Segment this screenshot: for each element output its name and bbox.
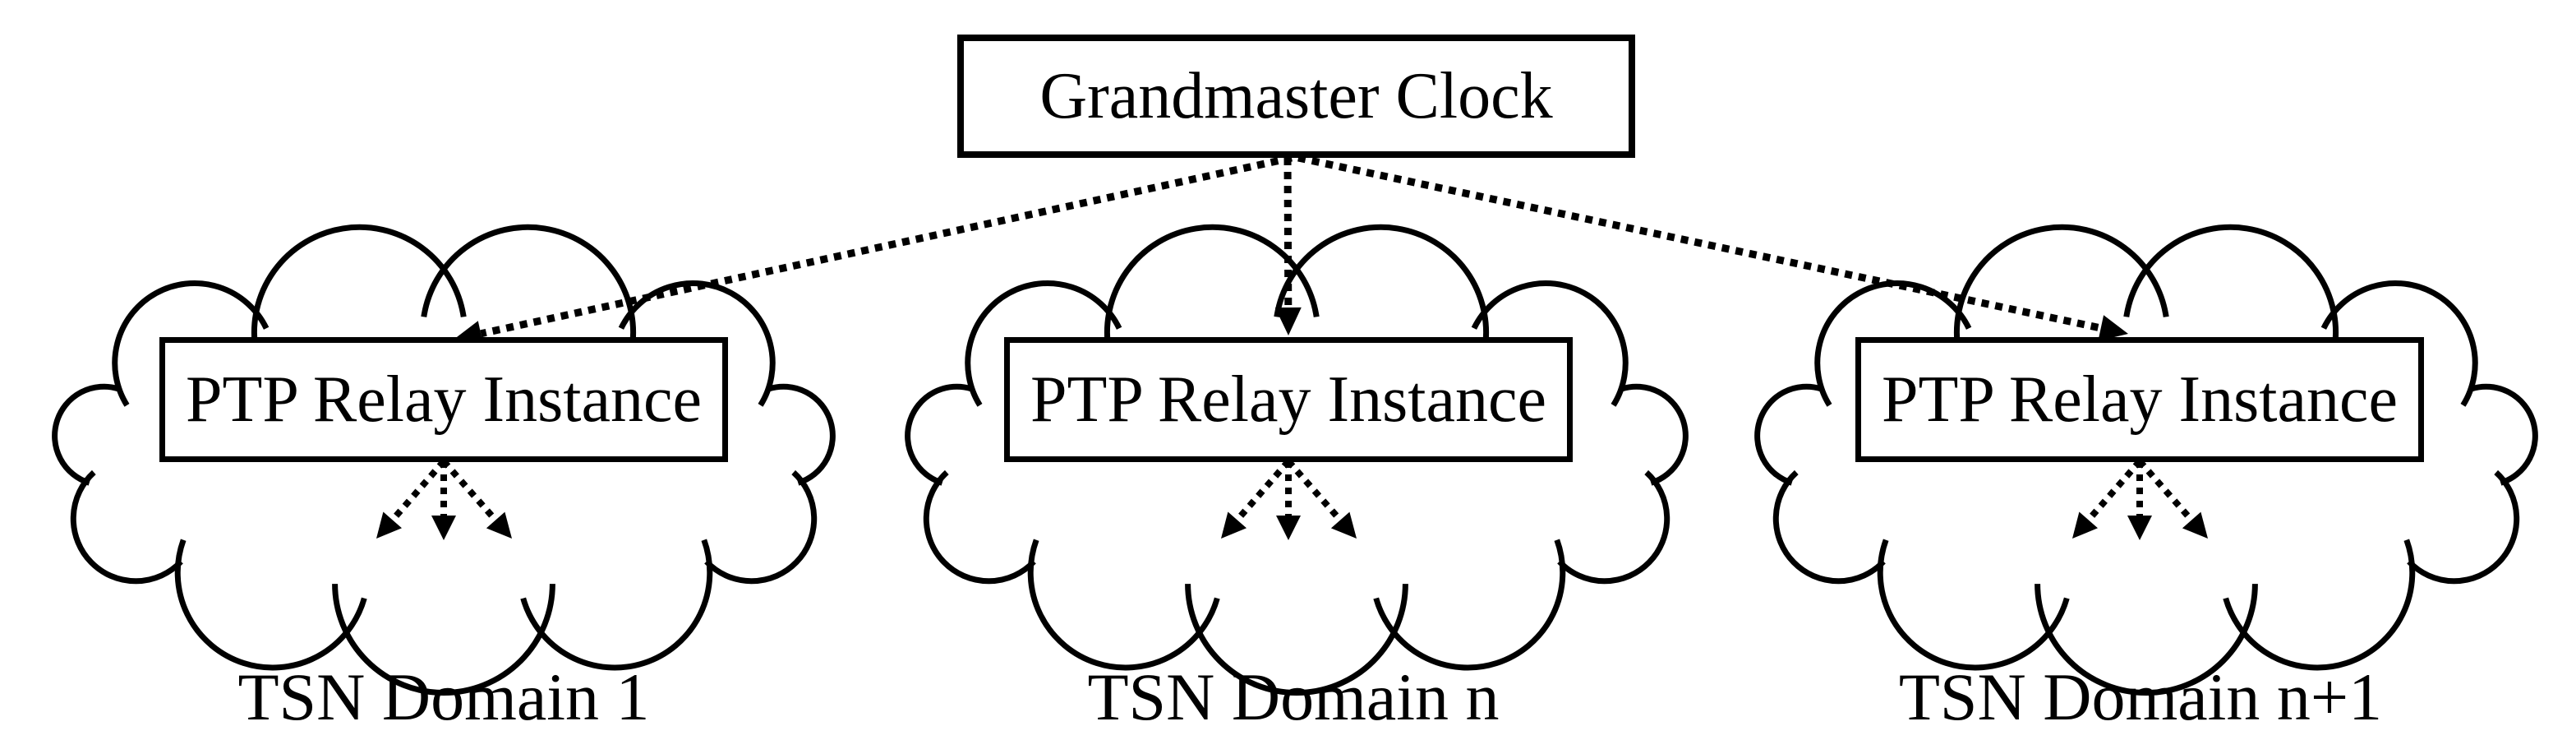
cloud-outline-arc	[174, 539, 367, 671]
cloud-outline-arc	[1772, 469, 1886, 585]
cloud-outline-arc	[923, 469, 1036, 585]
cloud-outline-arc	[2320, 280, 2478, 407]
relay-distribution-right-arrowhead	[486, 511, 512, 539]
gm-sync-to-domain-n1-line	[1297, 154, 2102, 332]
cloud-outline-arc	[112, 280, 270, 407]
tsn-domain-1-label-text: TSN Domain 1	[237, 659, 650, 734]
cloud-outline-arc	[1373, 539, 1566, 671]
gm-sync-to-domain-1-line	[480, 154, 1293, 338]
relay-distribution-left-arrowhead	[376, 511, 402, 539]
tsn-domain-n1-label: TSN Domain n+1	[1771, 654, 2510, 740]
ptp-relay-label: PTP Relay Instance	[1030, 363, 1546, 436]
tsn-domain-n1-label-text: TSN Domain n+1	[1898, 659, 2383, 734]
cloud-outline-arc	[1754, 383, 1823, 486]
ptp-relay-box-domain-1: PTP Relay Instance	[159, 337, 728, 462]
cloud-outline-arc	[965, 280, 1122, 407]
cloud-outline-arc	[704, 469, 818, 585]
cloud-outline-arc	[70, 469, 183, 585]
cloud-outline-arc	[2407, 469, 2520, 585]
cloud-outline-arc	[767, 383, 836, 486]
cloud-outline-arc	[1877, 539, 2070, 671]
ptp-relay-box-domain-n1: PTP Relay Instance	[1855, 337, 2424, 462]
tsn-domain-n-label-text: TSN Domain n	[1087, 659, 1500, 734]
cloud-outline-arc	[2470, 383, 2538, 486]
cloud-outline-arc	[520, 539, 713, 671]
ptp-relay-label: PTP Relay Instance	[1881, 363, 2398, 436]
cloud-outline-arc	[1027, 539, 1220, 671]
relay-distribution-mid-arrowhead	[431, 516, 456, 540]
relay-distribution-left-arrowhead	[2072, 511, 2098, 539]
cloud-outline-arc	[1814, 280, 1972, 407]
cloud-outline-arc	[251, 224, 467, 351]
cloud-outline-arc	[1620, 383, 1689, 486]
cloud-outline-arc	[1104, 224, 1320, 351]
grandmaster-clock-label: Grandmaster Clock	[1039, 60, 1553, 132]
grandmaster-clock-box: Grandmaster Clock	[957, 35, 1635, 158]
cloud-outline-arc	[52, 383, 120, 486]
tsn-domain-1-label: TSN Domain 1	[74, 654, 813, 740]
relay-distribution-right-arrowhead	[1330, 511, 1357, 539]
cloud-outline-arc	[2223, 539, 2416, 671]
cloud-outline-arc	[1471, 280, 1629, 407]
relay-distribution-right-arrowhead	[2182, 511, 2208, 539]
cloud-outline-arc	[1953, 224, 2169, 351]
ptp-relay-box-domain-n: PTP Relay Instance	[1004, 337, 1573, 462]
relay-distribution-mid-arrowhead	[2127, 516, 2152, 540]
ptp-relay-label: PTP Relay Instance	[185, 363, 702, 436]
cloud-outline-arc	[905, 383, 973, 486]
gm-sync-to-domain-n-arrowhead	[1274, 307, 1302, 335]
cloud-outline-arc	[1557, 469, 1670, 585]
gm-sync-to-domain-n1-arrowhead	[2098, 315, 2128, 341]
tsn-domain-n-label: TSN Domain n	[924, 654, 1663, 740]
relay-distribution-mid-arrowhead	[1276, 516, 1301, 540]
relay-distribution-left-arrowhead	[1221, 511, 1247, 539]
